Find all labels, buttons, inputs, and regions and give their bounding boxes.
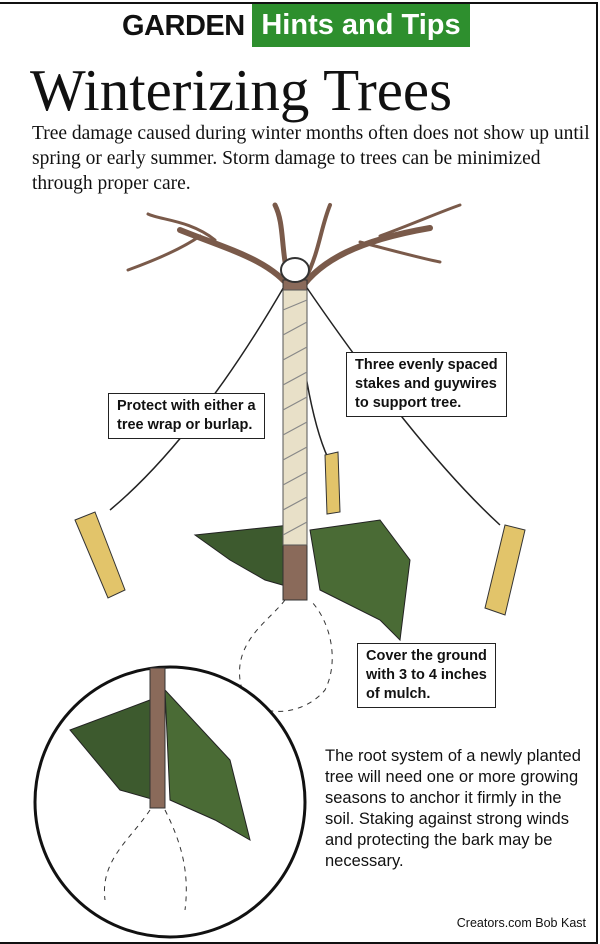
credit: Creators.com Bob Kast (456, 916, 586, 930)
hints-badge: Hints and Tips (252, 4, 470, 47)
intro-text: Tree damage caused during winter months … (32, 123, 590, 194)
page-title: Winterizing Trees (30, 57, 453, 123)
root-note: The root system of a newly planted tree … (325, 747, 581, 870)
root-outline (239, 599, 333, 712)
callout-wrap: Protect with either a tree wrap or burla… (108, 393, 265, 439)
stakes (74, 451, 526, 616)
section-label: GARDEN (122, 10, 245, 42)
callout-stakes: Three evenly spaced stakes and guywires … (346, 352, 507, 417)
wire-collar (280, 257, 310, 283)
callout-mulch: Cover the ground with 3 to 4 inches of m… (357, 643, 496, 708)
mulch (193, 519, 411, 642)
wrap-lines (282, 299, 308, 536)
